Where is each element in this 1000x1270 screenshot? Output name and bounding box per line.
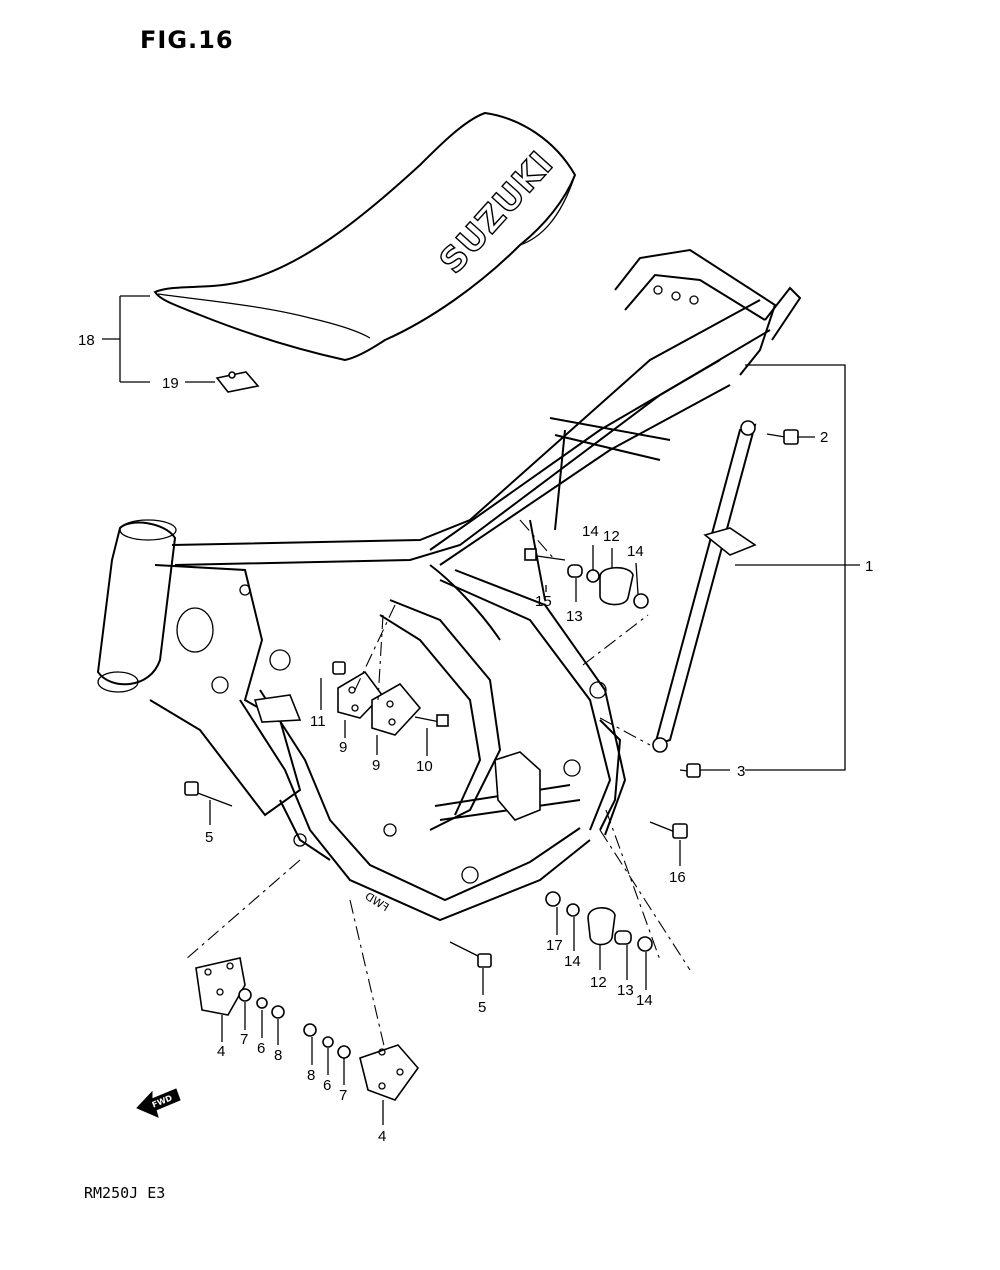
callout-12: 12 [603, 528, 620, 545]
main-frame: FWD [96, 248, 802, 922]
seat-assembly: SUZUKI [153, 111, 577, 362]
callout-labels: 1 2 3 4 4 5 5 6 6 7 7 8 8 9 9 10 11 12 1… [78, 332, 873, 1145]
bolt-2 [766, 429, 799, 445]
callout-14: 14 [627, 543, 644, 560]
lower-mount-parts [545, 891, 653, 952]
figure-title: FIG.16 [140, 26, 234, 54]
callout-18: 18 [78, 332, 95, 349]
callout-17: 17 [546, 937, 563, 954]
callout-6: 6 [323, 1077, 331, 1094]
callout-5: 5 [478, 999, 486, 1016]
callout-1: 1 [865, 558, 873, 575]
callout-6: 6 [257, 1040, 265, 1057]
seat-brand-text: SUZUKI [432, 144, 562, 282]
callout-8: 8 [307, 1067, 315, 1084]
callout-4: 4 [378, 1128, 386, 1145]
callout-7: 7 [339, 1087, 347, 1104]
subframe-strut [652, 420, 757, 753]
callout-3: 3 [737, 763, 745, 780]
callout-7: 7 [240, 1031, 248, 1048]
callout-13: 13 [566, 608, 583, 625]
seat-bracket [215, 371, 260, 393]
forward-direction-arrow: FWD [136, 1088, 181, 1118]
callout-11: 11 [310, 713, 326, 730]
callout-16: 16 [669, 869, 686, 886]
callout-4: 4 [217, 1043, 225, 1060]
bolt-5-lower [449, 941, 492, 968]
callout-12: 12 [590, 974, 607, 991]
callout-8: 8 [274, 1047, 282, 1064]
callout-5: 5 [205, 829, 213, 846]
callout-13: 13 [617, 982, 634, 999]
callout-19: 19 [162, 375, 179, 392]
callout-14: 14 [636, 992, 653, 1009]
callout-14: 14 [582, 523, 599, 540]
lower-left-plate [195, 957, 285, 1019]
leader-lines [102, 295, 860, 1125]
callout-9: 9 [339, 739, 347, 756]
callout-9: 9 [372, 757, 380, 774]
model-code: RM250J E3 [84, 1184, 166, 1202]
bolt-5-upper [184, 781, 233, 807]
frame-stamp-text: FWD [363, 890, 392, 915]
callout-14: 14 [564, 953, 581, 970]
callout-2: 2 [820, 429, 828, 446]
bolt-16 [649, 821, 688, 839]
bolt-3 [679, 763, 701, 778]
callout-15: 15 [535, 593, 552, 610]
lower-center-plate [303, 1023, 420, 1101]
callout-10: 10 [416, 758, 433, 775]
engine-mount-plates [332, 661, 449, 736]
